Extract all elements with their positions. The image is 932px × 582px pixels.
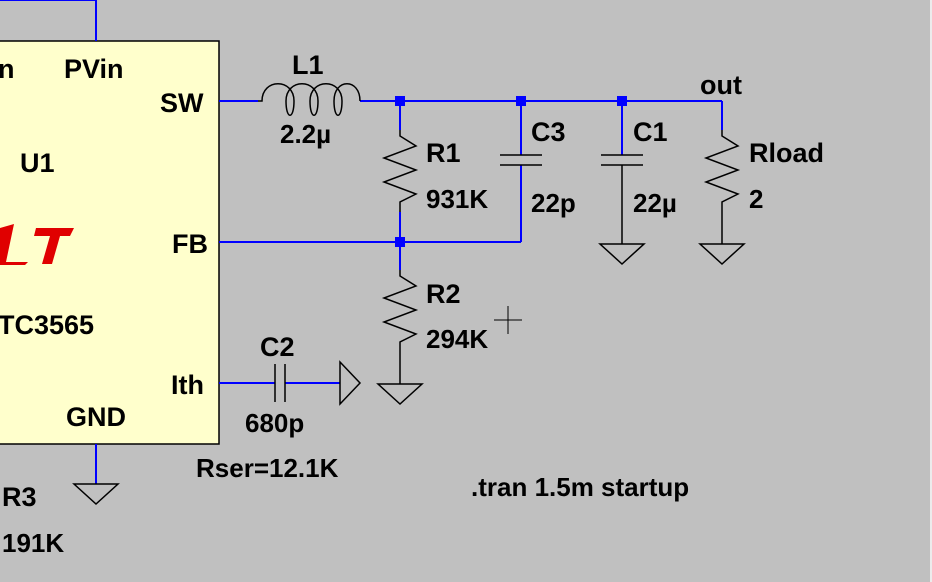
ground-symbol-r2	[376, 383, 424, 406]
c2-value[interactable]: 680p	[245, 408, 305, 438]
crosshair-cursor-icon	[494, 306, 522, 334]
r1-value[interactable]: 931K	[426, 184, 489, 214]
ground-symbol-rload	[698, 243, 746, 266]
c2-ref[interactable]: C2	[260, 332, 295, 362]
rload-ref[interactable]: Rload	[749, 138, 825, 168]
ground-symbol-c2	[339, 360, 362, 406]
c3-ref[interactable]: C3	[531, 117, 566, 147]
spice-directive[interactable]: .tran 1.5m startup	[471, 472, 690, 502]
l1-value[interactable]: 2.2µ	[280, 119, 332, 149]
r2-value[interactable]: 294K	[426, 324, 489, 354]
ic-u1-body[interactable]	[0, 40, 220, 445]
capacitor-c1[interactable]	[601, 154, 643, 244]
net-label-out[interactable]: out	[700, 70, 742, 100]
ic-pin-gnd: GND	[66, 402, 126, 432]
junction-dot	[516, 96, 526, 106]
junction-dot	[395, 237, 405, 247]
r1-ref[interactable]: R1	[426, 138, 461, 168]
lt-logo-icon	[0, 224, 74, 265]
rload-value[interactable]: 2	[749, 184, 764, 214]
ic-pin-sw: SW	[160, 88, 204, 118]
ic-pin-pvin: PVin	[64, 54, 124, 84]
r2-ref[interactable]: R2	[426, 279, 461, 309]
ic-pin-fb: FB	[172, 229, 208, 259]
junction-dot	[395, 96, 405, 106]
junction-dot	[617, 96, 627, 106]
ic-pin-partial-label: n	[0, 54, 15, 84]
resistor-r2[interactable]	[381, 270, 419, 384]
c3-value[interactable]: 22p	[531, 188, 576, 218]
capacitor-c2[interactable]	[274, 364, 286, 402]
inductor-l1[interactable]	[258, 83, 361, 116]
window-edge	[930, 0, 932, 582]
ic-pin-ith: Ith	[171, 370, 204, 400]
capacitor-c3[interactable]	[500, 154, 542, 166]
r3-value[interactable]: 191K	[2, 528, 65, 558]
resistor-rload[interactable]	[703, 130, 741, 244]
ground-symbol-ic	[72, 483, 120, 506]
c1-ref[interactable]: C1	[633, 117, 668, 147]
resistor-r1[interactable]	[381, 130, 419, 212]
c2-rser[interactable]: Rser=12.1K	[196, 453, 339, 483]
l1-ref[interactable]: L1	[292, 50, 324, 80]
ic-ref-u1[interactable]: U1	[20, 148, 55, 178]
ic-part-name[interactable]: TC3565	[0, 310, 95, 340]
ground-symbol-c1	[598, 243, 646, 266]
r3-ref[interactable]: R3	[2, 482, 37, 512]
c1-value[interactable]: 22µ	[633, 188, 677, 218]
